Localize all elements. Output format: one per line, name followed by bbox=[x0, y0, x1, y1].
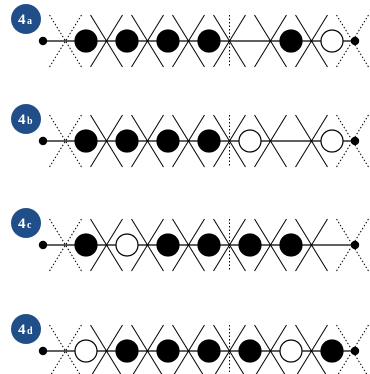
filled-node bbox=[115, 129, 139, 153]
open-node bbox=[320, 129, 344, 153]
row-badge-number: 4 bbox=[18, 112, 26, 128]
row-badge-letter: b bbox=[27, 116, 33, 127]
filled-node bbox=[115, 339, 139, 363]
filled-node bbox=[197, 129, 221, 153]
open-node bbox=[279, 339, 303, 363]
row-badge-letter: c bbox=[27, 220, 32, 231]
vertex-leg bbox=[254, 14, 287, 68]
chain-end-left bbox=[38, 36, 48, 46]
vertex-leg bbox=[255, 324, 287, 374]
vertex-leg bbox=[91, 324, 123, 374]
filled-node bbox=[320, 339, 344, 363]
filled-node bbox=[156, 233, 180, 257]
filled-node bbox=[279, 233, 303, 257]
filled-node bbox=[197, 233, 221, 257]
vertex-leg bbox=[172, 114, 205, 168]
row-badge bbox=[11, 314, 41, 344]
open-node bbox=[238, 129, 262, 153]
chain-end-right bbox=[350, 240, 360, 250]
vertex-leg bbox=[90, 218, 123, 272]
row-badge-number: 4 bbox=[18, 322, 26, 338]
vertex-leg bbox=[132, 324, 164, 374]
vertex-leg bbox=[295, 114, 328, 168]
vertex-leg bbox=[254, 218, 287, 272]
filled-node bbox=[74, 129, 98, 153]
row-badge bbox=[11, 104, 41, 134]
vertex-leg bbox=[295, 14, 328, 68]
vertex-leg bbox=[254, 114, 287, 168]
vertex-leg bbox=[172, 218, 205, 272]
vertex-leg bbox=[90, 14, 123, 68]
row-badge-number: 4 bbox=[18, 216, 26, 232]
vertex-leg bbox=[90, 114, 123, 168]
filled-node bbox=[279, 29, 303, 53]
vertex-leg bbox=[172, 14, 205, 68]
vertex-leg bbox=[131, 14, 164, 68]
row-badge-number: 4 bbox=[18, 12, 26, 28]
open-node bbox=[74, 339, 98, 363]
chain-end-left bbox=[38, 136, 48, 146]
open-node bbox=[115, 233, 139, 257]
chain-end-right bbox=[350, 346, 360, 356]
filled-node bbox=[115, 29, 139, 53]
filled-node bbox=[156, 29, 180, 53]
filled-node bbox=[156, 129, 180, 153]
row-badge bbox=[11, 4, 41, 34]
filled-node bbox=[197, 29, 221, 53]
filled-node bbox=[74, 29, 98, 53]
row-badge-letter: d bbox=[27, 326, 33, 337]
vertex-leg bbox=[295, 218, 328, 272]
chain-end-left bbox=[38, 346, 48, 356]
vertex-leg bbox=[131, 218, 164, 272]
row-badge-letter: a bbox=[27, 16, 32, 27]
open-node bbox=[320, 29, 344, 53]
vertex-leg bbox=[173, 324, 205, 374]
filled-node bbox=[74, 233, 98, 257]
filled-node bbox=[238, 233, 262, 257]
row-badge bbox=[11, 208, 41, 238]
chain-end-right bbox=[350, 36, 360, 46]
vertex-leg bbox=[131, 114, 164, 168]
vertex-leg bbox=[296, 324, 328, 374]
filled-node bbox=[197, 339, 221, 363]
filled-node bbox=[156, 339, 180, 363]
filled-node bbox=[238, 339, 262, 363]
chain-end-left bbox=[38, 240, 48, 250]
chain-end-right bbox=[350, 136, 360, 146]
